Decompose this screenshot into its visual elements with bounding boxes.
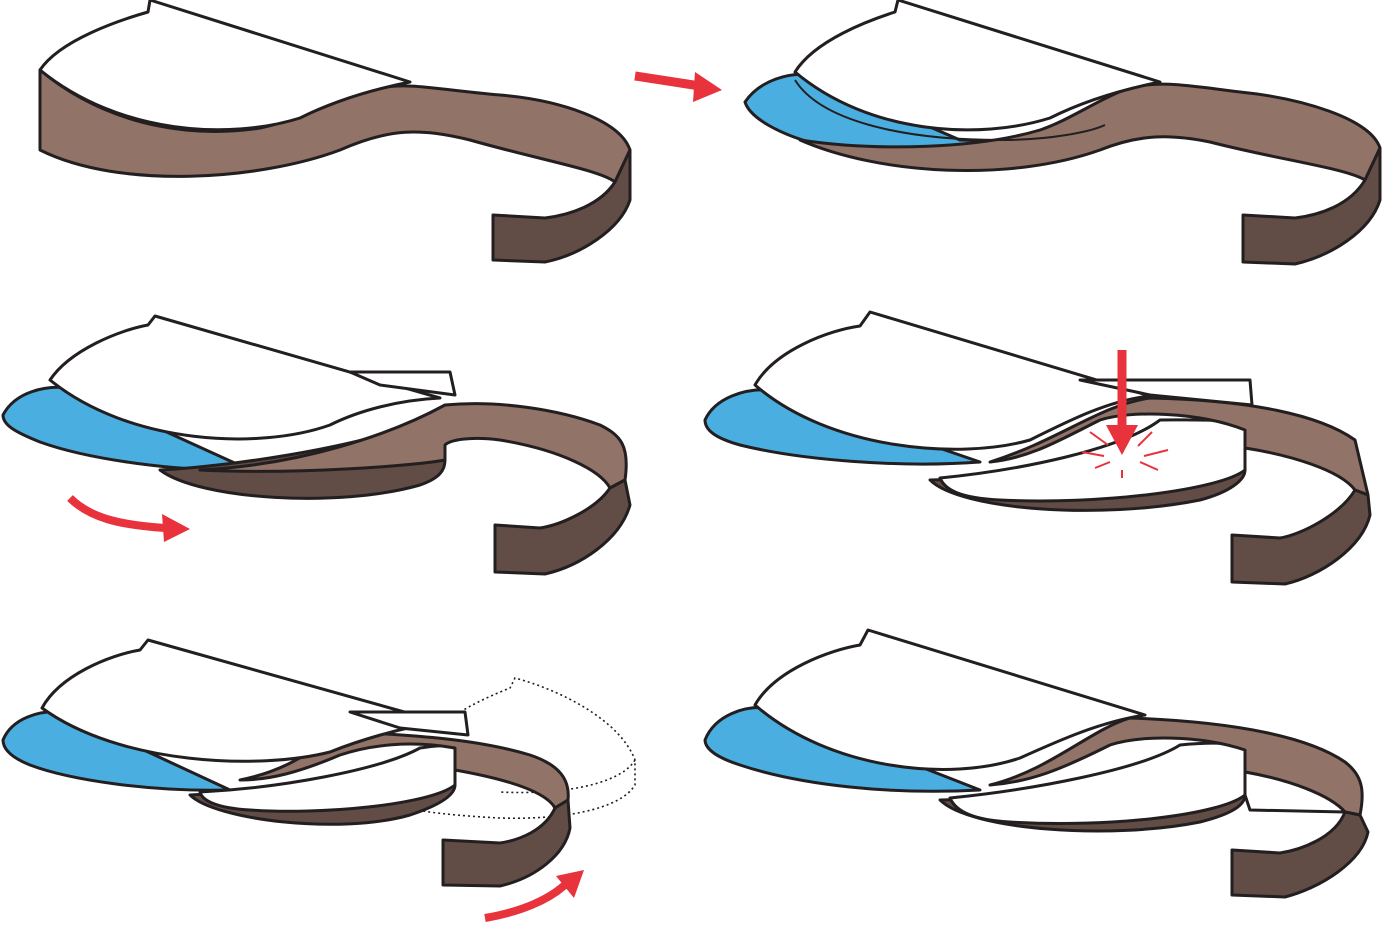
band-tail — [493, 478, 632, 576]
band-tail — [441, 798, 572, 888]
ghost-cap — [409, 677, 636, 820]
panel-6 — [703, 628, 1370, 899]
arrow-right — [634, 71, 722, 102]
cap-top — [48, 314, 442, 441]
band-strip — [988, 396, 1370, 497]
band-tail — [1230, 810, 1370, 899]
arrow-curved-right — [67, 495, 190, 542]
panel-1 — [38, 0, 632, 264]
cap-top — [40, 638, 442, 763]
band-inner-white-right — [1243, 770, 1347, 814]
band-disk — [158, 408, 447, 500]
cap-edge-line — [794, 79, 1106, 142]
cap-flap — [348, 370, 457, 397]
arrow-curved-up — [484, 870, 584, 922]
blue-sheet — [1, 710, 232, 792]
band-tail — [1230, 488, 1372, 586]
cap-top — [38, 0, 412, 132]
blue-sheet — [1, 385, 252, 472]
band-strip — [798, 82, 1382, 182]
impact-lines — [1081, 431, 1169, 478]
arrow-down-press — [1081, 350, 1169, 478]
panel-2 — [743, 0, 1382, 266]
cap-flap — [348, 710, 470, 737]
cap-top — [793, 0, 1162, 132]
band-tail — [491, 148, 632, 264]
cap-top — [753, 310, 1152, 451]
band-tail — [1241, 146, 1382, 266]
ghost-cap-edge — [499, 759, 636, 794]
panel-4 — [703, 310, 1372, 586]
panel-3 — [1, 314, 632, 576]
panel-5 — [1, 638, 636, 888]
cap-top — [753, 628, 1147, 771]
